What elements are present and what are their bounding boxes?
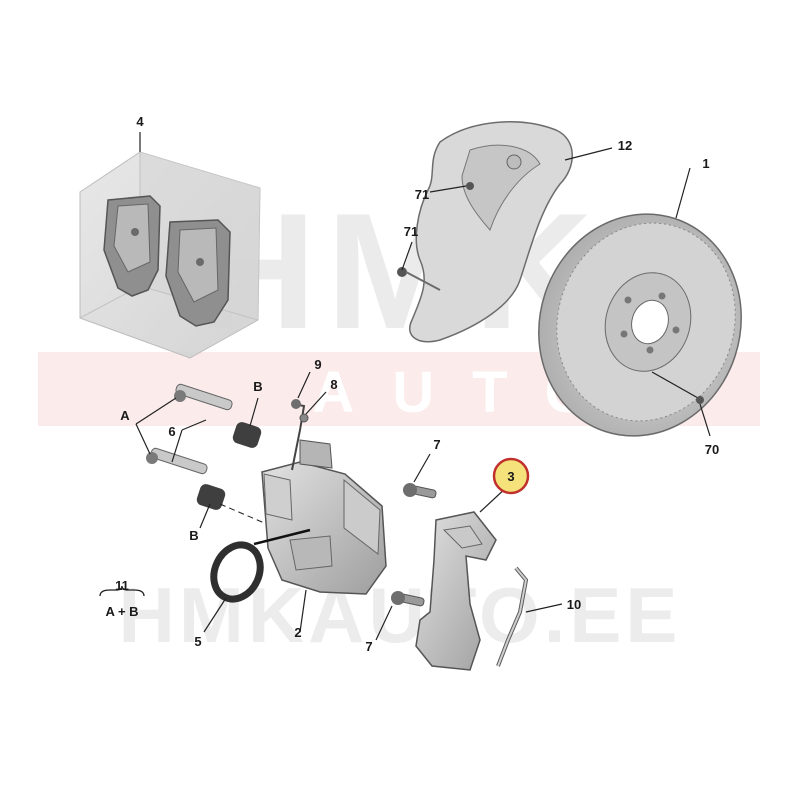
callout-shield-screw-lower: 71 [404, 224, 418, 239]
callout-kit-repair: 11 [115, 578, 129, 593]
callout-spring-clip: 10 [567, 597, 581, 612]
callout-kit-formula: A + B [105, 604, 138, 619]
callout-pin-group: A [120, 408, 130, 423]
callout-splash-shield: 12 [618, 138, 632, 153]
callout-disc-screw: 70 [705, 442, 719, 457]
guide-pins-illustration [135, 383, 291, 535]
brake-disc-illustration [538, 167, 742, 437]
callout-brake-pads: 4 [136, 114, 144, 129]
callout-bracket-bolt-bottom: 7 [365, 639, 372, 654]
callout-boot-lower: B [189, 528, 198, 543]
callout-bracket-bolt-top: 7 [433, 437, 440, 452]
callout-seal-ring: 5 [194, 634, 201, 649]
callout-bleed-screw: 9 [314, 357, 321, 372]
brake-pads-illustration [79, 132, 261, 359]
callout-boot-upper: B [253, 379, 262, 394]
highlighted-callout[interactable]: 3 [492, 457, 530, 495]
callout-labels: 4 12 1 71 71 9 8 B A 6 7 70 B 11 A + B 1… [105, 114, 719, 654]
callout-guide-pin: 6 [168, 424, 175, 439]
spring-clip-illustration [496, 566, 563, 667]
callout-shield-screw-upper: 71 [415, 187, 429, 202]
callout-caliper-bracket: 3 [507, 469, 514, 484]
callout-bleed-screw-cap: 8 [330, 377, 337, 392]
kit-brace [99, 585, 145, 597]
watermark-brand-sub: AUTO [312, 360, 627, 425]
caliper-illustration [203, 371, 387, 633]
watermark-site: HMKAUTO.EE [119, 571, 682, 659]
callout-brake-disc: 1 [702, 156, 709, 171]
splash-shield-illustration [397, 121, 613, 343]
caliper-bracket-illustration [375, 453, 509, 671]
highlight-ring [492, 457, 530, 495]
callout-caliper: 2 [294, 625, 301, 640]
